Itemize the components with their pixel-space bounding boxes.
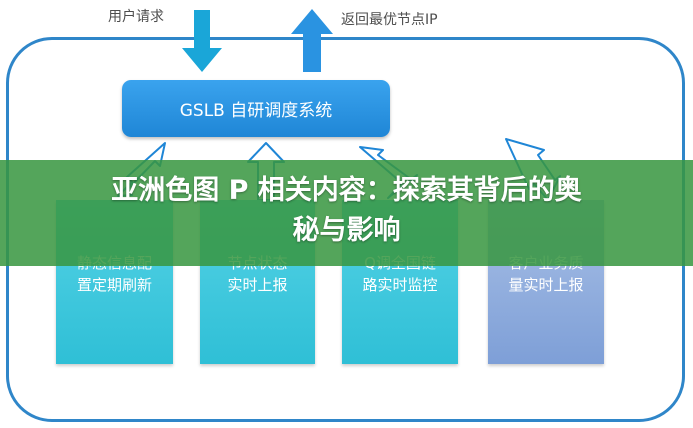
card-static-info-line2: 置定期刷新	[76, 276, 152, 294]
return-ip-label: 返回最优节点IP	[341, 12, 438, 28]
user-request-label: 用户请求	[108, 9, 164, 25]
card-node-status-line2: 实时上报	[227, 276, 288, 294]
up-arrow-icon	[291, 9, 333, 72]
banner-title-line1: 亚洲色图 P 相关内容：探索其背后的奥	[111, 175, 582, 206]
title-banner	[0, 160, 693, 266]
card-customer-quality-line2: 量实时上报	[508, 276, 584, 294]
down-arrow-icon	[182, 10, 222, 72]
gslb-system-box: GSLB 自研调度系统	[122, 80, 390, 137]
card-link-monitor-line2: 路实时监控	[362, 276, 438, 294]
banner-title-line2: 秘与影响	[292, 215, 401, 246]
banner-title: 亚洲色图 P 相关内容：探索其背后的奥 秘与影响	[20, 171, 673, 251]
